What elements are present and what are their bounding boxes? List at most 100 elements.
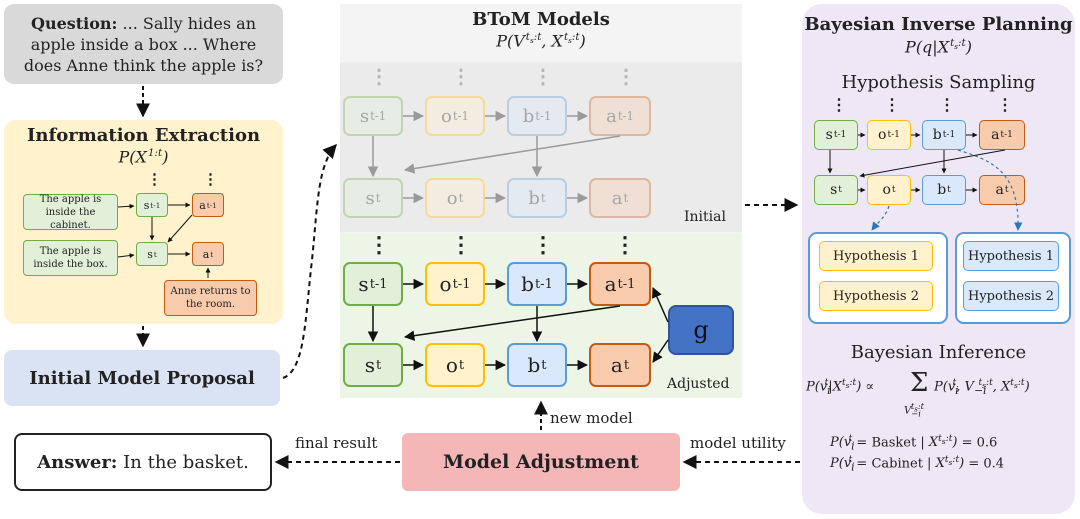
- hypothesis-a-2: Hypothesis 2: [963, 281, 1059, 311]
- node-letter: b: [528, 187, 540, 209]
- extraction-formula-end: ): [162, 147, 169, 167]
- node-letter: b: [937, 182, 947, 198]
- node-letter: o: [441, 105, 452, 127]
- btom-formula: P(Vts:t, Xts:t): [496, 31, 586, 51]
- node-letter: a: [995, 182, 1004, 198]
- node-sup: t-1: [535, 109, 552, 123]
- bip-formula: P(q|Xts:t): [905, 37, 972, 57]
- node-letter: s: [143, 198, 150, 212]
- node-sup: t: [376, 357, 382, 373]
- node-sup: t: [623, 191, 629, 205]
- information-extraction-formula: P(X1:t): [4, 147, 283, 166]
- sample-arrow-o: [871, 205, 890, 231]
- node-letter: b: [527, 353, 541, 377]
- node-letter: a: [202, 247, 210, 261]
- initial-dots-a: ⋮: [616, 64, 636, 88]
- node-sup: t-1: [1000, 130, 1013, 140]
- model-adjustment-box: Model Adjustment: [402, 433, 680, 491]
- bayesian-equation: P(vit|Xts:t) ∝ Σ V−its:t P(vit, V−its:t,…: [806, 368, 1030, 419]
- node-sup: t-1: [452, 109, 469, 123]
- extraction-dots-a: ⋮: [203, 170, 218, 188]
- node-sup: t: [375, 191, 381, 205]
- node-letter: a: [604, 272, 617, 296]
- node-letter: a: [606, 105, 617, 127]
- node-letter: o: [882, 182, 891, 198]
- extraction-note-returns: Anne returns to the room.: [164, 280, 257, 316]
- sample-arrow-b: [957, 149, 1023, 231]
- node-letter: s: [364, 353, 376, 377]
- node-sup: t: [891, 185, 896, 195]
- node-sup: t-1: [150, 200, 161, 210]
- node-sup: t-1: [833, 130, 847, 140]
- hypothesis-a-1: Hypothesis 1: [963, 241, 1059, 271]
- posterior-cabinet: P(vit = Cabinet | Xts:t) = 0.4: [830, 455, 1005, 474]
- node-sup: t-1: [617, 276, 636, 292]
- bayesian-inference-title: Bayesian Inference: [850, 342, 1027, 363]
- adjusted-node-g: g: [668, 305, 734, 355]
- node-letter: a: [991, 127, 1000, 143]
- bip-title: Bayesian Inverse Planning: [804, 14, 1073, 35]
- btom-title: BToM Models: [472, 9, 610, 30]
- adjusted-dots-s: ⋮: [368, 232, 390, 258]
- edge-label-new-model: new model: [550, 409, 633, 427]
- node-sup: t-1: [452, 276, 471, 292]
- extraction-formula-sup: 1:t: [147, 147, 163, 159]
- node-sup: t: [1004, 185, 1009, 195]
- information-extraction-title: Information Extraction: [26, 125, 261, 146]
- node-sup: t: [541, 357, 547, 373]
- node-sup: t-1: [206, 200, 217, 210]
- extraction-formula-main: P(X: [118, 147, 147, 167]
- question-box: Question: ... Sally hides an apple insid…: [4, 4, 283, 84]
- hypothesis-o-1: Hypothesis 1: [819, 241, 933, 271]
- node-letter: b: [522, 105, 535, 127]
- node-letter: o: [878, 127, 887, 143]
- node-letter: s: [359, 105, 370, 127]
- btom-initial-label: Initial: [684, 209, 726, 225]
- node-letter: s: [830, 182, 838, 198]
- initial-dots-s: ⋮: [369, 64, 389, 88]
- node-sup: t: [458, 357, 465, 373]
- node-letter: o: [439, 272, 452, 296]
- bip-dots-b: ⋮: [939, 95, 955, 114]
- node-sup: t-1: [617, 109, 634, 123]
- node-letter: a: [610, 353, 623, 377]
- node-sup: t: [458, 191, 464, 205]
- answer-label: Answer:: [37, 451, 118, 473]
- node-sup: t-1: [942, 130, 956, 140]
- node-letter: a: [611, 187, 623, 209]
- initial-dots-b: ⋮: [533, 64, 553, 88]
- adjusted-dots-b: ⋮: [532, 232, 554, 258]
- initial-dots-o: ⋮: [451, 64, 471, 88]
- node-letter: b: [521, 272, 534, 296]
- node-letter: s: [825, 127, 833, 143]
- node-letter: o: [445, 353, 458, 377]
- posterior-basket: P(vit = Basket | Xts:t) = 0.6: [830, 434, 998, 453]
- hypothesis-o-2: Hypothesis 2: [819, 281, 933, 311]
- node-sup: t-1: [534, 276, 553, 292]
- node-sup: t-1: [887, 130, 900, 140]
- node-sup: t: [540, 191, 546, 205]
